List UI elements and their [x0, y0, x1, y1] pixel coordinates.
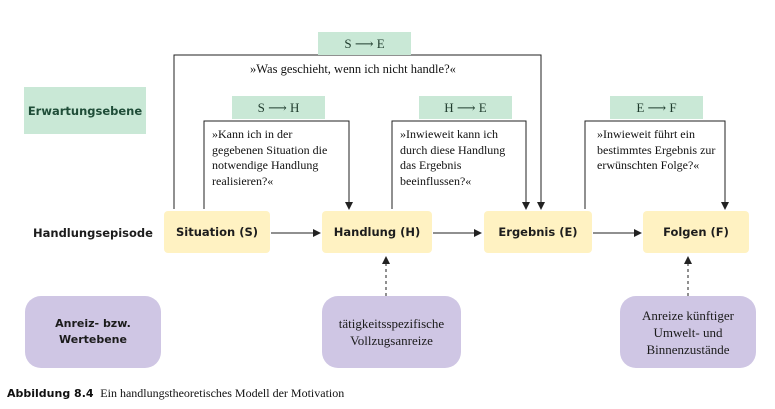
label-e-f: E ⟶ F [610, 96, 703, 119]
label-s-e: S ⟶ E [318, 32, 411, 55]
caption-text: Ein handlungstheoretisches Modell der Mo… [100, 386, 345, 400]
bracket-s-h [203, 120, 353, 210]
question-s-h: »Kann ich in der gegebenen Situation die… [212, 127, 328, 188]
bracket-e-f [584, 120, 729, 210]
level-expectation: Erwartungsebene [24, 87, 146, 134]
figure-caption: Abbildung 8.4 Ein handlungstheoretisches… [7, 386, 767, 401]
level-action-episode: Handlungsepisode [33, 226, 153, 240]
node-ergebnis: Ergebnis (E) [484, 211, 592, 253]
question-h-e: »Inwieweit kann ich durch diese Handlung… [400, 127, 506, 188]
level-incentive-value: Anreiz- bzw. Wertebene [25, 296, 161, 368]
bracket-s-e [173, 54, 545, 210]
caption-number: Abbildung 8.4 [7, 387, 94, 400]
bracket-h-e [391, 120, 530, 210]
question-e-f: »Inwieweit führt ein bestimmtes Ergebnis… [597, 127, 716, 172]
incentive-activity: tätigkeitsspezifische Vollzugsanreize [322, 296, 461, 368]
label-s-h: S ⟶ H [232, 96, 325, 119]
node-folgen: Folgen (F) [643, 211, 749, 253]
label-h-e: H ⟶ E [419, 96, 512, 119]
incentive-future: Anreize künftiger Umwelt- und Binnenzust… [620, 296, 756, 368]
question-s-e: »Was geschieht, wenn ich nicht handle?« [250, 62, 456, 76]
node-handlung: Handlung (H) [322, 211, 432, 253]
node-situation: Situation (S) [164, 211, 270, 253]
